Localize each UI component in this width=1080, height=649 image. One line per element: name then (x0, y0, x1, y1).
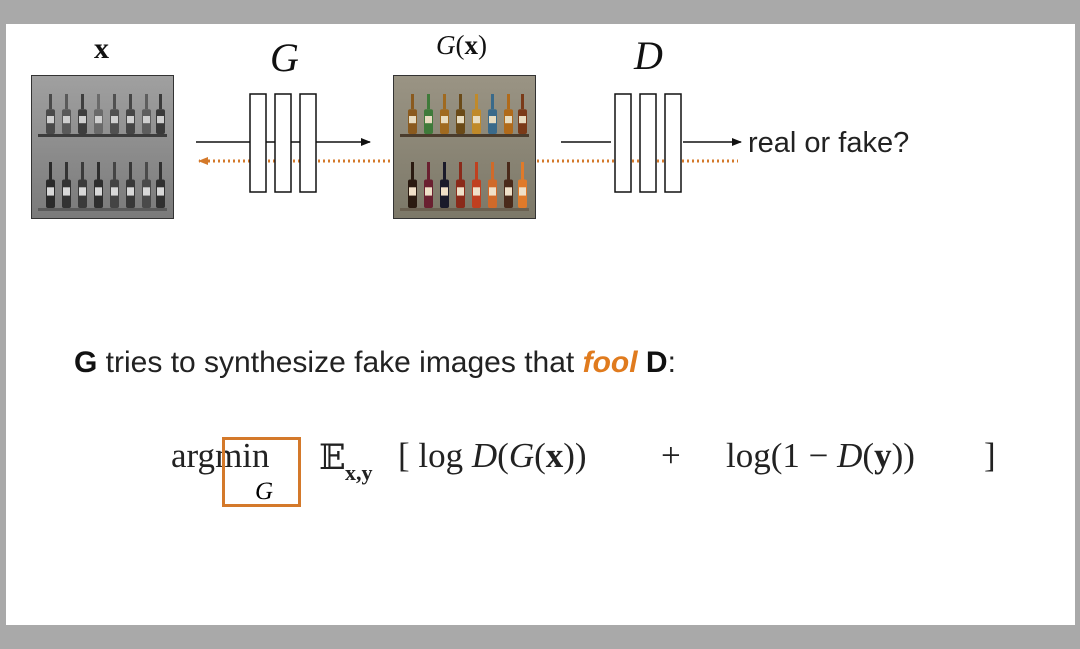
bottle-neck (159, 162, 162, 180)
equation-plus: + (661, 436, 681, 475)
bottle-neck (475, 162, 478, 180)
bottle-neck (113, 162, 116, 180)
bottle-neck (65, 162, 68, 180)
bottle-neck (443, 94, 446, 110)
bottle-label (425, 116, 432, 124)
objective-sentence: G tries to synthesize fake images that f… (74, 346, 676, 380)
sentence-emphasis: fool (582, 346, 638, 379)
bottle-label (47, 187, 54, 196)
bottle-row-bottom (46, 162, 165, 208)
bottle-neck (97, 162, 100, 180)
sentence-subject: G (74, 346, 98, 379)
bottle-neck (491, 94, 494, 110)
bottle-neck (427, 94, 430, 110)
bottle-row-bottom (408, 162, 527, 208)
bottle-label (457, 187, 464, 196)
bottle-label (157, 116, 164, 124)
bottle-label (505, 116, 512, 124)
bottle-label (63, 116, 70, 124)
bottle-label (409, 187, 416, 196)
bottle-neck (49, 94, 52, 110)
bottle-label (95, 187, 102, 196)
neural-net-layers-icon (614, 93, 682, 193)
bottle-neck (507, 162, 510, 180)
bottle-neck (507, 94, 510, 110)
bottle-label (143, 116, 150, 124)
bottle-label (79, 116, 86, 124)
bottle-row-top (408, 94, 527, 134)
bottle-label (519, 187, 526, 196)
pipeline-diagram (196, 93, 742, 193)
bottle-neck (129, 94, 132, 110)
bottle-label (425, 187, 432, 196)
bottle-neck (459, 94, 462, 110)
bottle-neck (411, 162, 414, 180)
bottle-neck (491, 162, 494, 180)
bottle-neck (427, 162, 430, 180)
bottle-neck (49, 162, 52, 180)
bottle-neck (97, 94, 100, 110)
bottle-label (127, 116, 134, 124)
bottle-neck (459, 162, 462, 180)
bottle-neck (113, 94, 116, 110)
bottle-neck (521, 94, 524, 110)
equation-argmin-subscript: G (255, 478, 274, 505)
bottle-neck (521, 162, 524, 180)
bottle-label (111, 187, 118, 196)
bottle-label (473, 187, 480, 196)
bottle-label (441, 116, 448, 124)
bottle-neck (475, 94, 478, 110)
equation-bracket-open: [ (398, 436, 410, 475)
bottle-label (473, 116, 480, 124)
bottle-neck (81, 162, 84, 180)
bottle-neck (81, 94, 84, 110)
bottle-label (157, 187, 164, 196)
equation-expectation-subscript: x,y (345, 460, 373, 485)
bottle-neck (411, 94, 414, 110)
output-question: real or fake? (748, 127, 910, 159)
bottle-label (127, 187, 134, 196)
bottle-label (441, 187, 448, 196)
bottle-label (47, 116, 54, 124)
discriminator-label: D (634, 33, 663, 78)
equation-expectation: 𝔼 (319, 438, 346, 477)
bottle-label (519, 116, 526, 124)
bottle-label (111, 116, 118, 124)
min-highlight-box (222, 437, 301, 507)
bottle-neck (159, 94, 162, 110)
colorized-bottles-image (393, 75, 536, 219)
bottle-label (505, 187, 512, 196)
bottle-row-top (46, 94, 165, 134)
sentence-space (638, 346, 646, 379)
grayscale-bottles-image (31, 75, 174, 219)
bottle-label (457, 116, 464, 124)
bottle-neck (443, 162, 446, 180)
generator-label: G (270, 35, 299, 80)
slide: x G G(x) D (6, 24, 1075, 625)
sentence-end: : (667, 346, 676, 379)
bottle-label (409, 116, 416, 124)
equation-term2: log(1 − D(y)) (726, 436, 915, 475)
bottle-label (143, 187, 150, 196)
bottle-neck (145, 162, 148, 180)
bottle-neck (129, 162, 132, 180)
bottle-label (63, 187, 70, 196)
equation-bracket-close: ] (984, 436, 996, 475)
bottle-label (79, 187, 86, 196)
equation-term1: [ log D(G(x)) (398, 436, 587, 475)
bottle-label (489, 187, 496, 196)
bottle-neck (145, 94, 148, 110)
generated-label: G(x) (436, 30, 487, 60)
sentence-middle: tries to synthesize fake images that (97, 346, 583, 379)
neural-net-layers-icon (249, 93, 317, 193)
bottle-neck (65, 94, 68, 110)
input-label: x (94, 32, 109, 65)
sentence-object: D (645, 346, 668, 379)
bottle-label (489, 116, 496, 124)
bottle-label (95, 116, 102, 124)
